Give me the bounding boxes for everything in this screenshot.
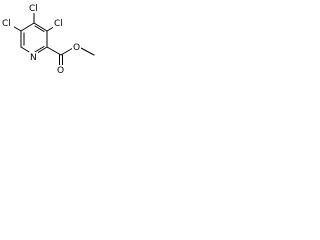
bond-ring-double-c2-n [34, 46, 45, 53]
ring-nitrogen-atom: N [30, 53, 37, 63]
chemical-structure-diagram: Cl Cl Cl N O O [1, 3, 95, 76]
bond-ring-c4-c3 [33, 22, 48, 32]
chlorine-atom-upper-right: Cl [54, 19, 63, 29]
ester-oxygen-atom: O [73, 43, 80, 53]
mask-carbonyl-o [56, 65, 65, 75]
mask-cl-left [1, 18, 14, 28]
bond-ring-c5-c4 [20, 22, 35, 32]
bond-ring-double-c4-c3 [34, 25, 45, 32]
bond-lines [10, 12, 95, 68]
bond-ester-oxygen-methyl [80, 47, 95, 56]
chlorine-atom-top: Cl [29, 4, 38, 14]
atom-labels: Cl Cl Cl N O O [1, 3, 81, 76]
bond-c2-carbonyl-carbon [46, 46, 62, 56]
mask-ring-n [29, 52, 38, 62]
mask-cl-upper-right [53, 18, 66, 28]
mask-cl-top [28, 3, 41, 13]
carbonyl-oxygen-atom: O [57, 66, 64, 76]
bond-carbonyl-to-ester-oxygen [60, 47, 74, 56]
chlorine-atom-left: Cl [2, 19, 11, 29]
mask-ester-o [72, 42, 81, 52]
